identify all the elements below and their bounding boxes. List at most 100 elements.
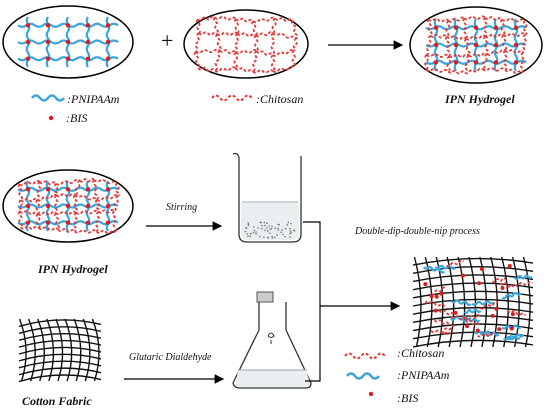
- bis-legend-icon: [48, 115, 54, 121]
- fabric-thread: [18, 346, 102, 355]
- pnipaam-chain: [471, 300, 495, 306]
- particle: [278, 223, 280, 226]
- chitosan-chain: [274, 17, 294, 22]
- chitosan-legend-icon: [211, 94, 253, 102]
- fabric-thread: [18, 360, 102, 369]
- pnipaam-chain: [450, 299, 472, 306]
- cotton-fabric-label: Cotton Fabric: [22, 394, 92, 408]
- ipn-hydrogel-network-top: [424, 15, 528, 75]
- chitosan-chain: [482, 53, 488, 71]
- bis-crosslink: [513, 42, 519, 48]
- bis-crosslink: [509, 326, 514, 331]
- fabric-thread: [18, 318, 27, 382]
- particle: [280, 231, 283, 234]
- pnipaam-chain: [463, 308, 482, 314]
- chitosan-chain: [95, 211, 100, 233]
- fabric-thread: [64, 318, 73, 382]
- bis-crosslink: [493, 25, 499, 30]
- fabric-thread: [501, 256, 509, 348]
- particle: [257, 226, 259, 229]
- chitosan-chain: [55, 178, 81, 186]
- pnipaam-chain: [434, 264, 457, 270]
- pnipaam-legend-icon: [31, 94, 65, 102]
- chitosan-chain: [476, 332, 497, 338]
- chitosan-chain: [20, 225, 40, 230]
- chitosan-chain: [429, 33, 448, 39]
- bis-crosslink: [473, 25, 479, 30]
- chitosan-chain: [506, 309, 527, 316]
- chitosan-chain: [486, 48, 506, 56]
- chitosan-chain: [19, 210, 39, 216]
- bis-crosslink: [25, 203, 31, 209]
- particle: [260, 221, 262, 224]
- chitosan-chain: [272, 65, 295, 73]
- chitosan-chain: [213, 16, 220, 35]
- particle: [252, 231, 255, 234]
- chitosan-chain: [465, 34, 486, 41]
- particle: [250, 232, 252, 235]
- fabric-thread: [413, 256, 422, 348]
- chitosan-chain: [197, 66, 216, 72]
- particle: [281, 229, 283, 231]
- bis-legend-icon-bottom: [368, 391, 374, 397]
- chitosan-network: [193, 15, 299, 74]
- chitosan-chain: [17, 183, 23, 201]
- particle: [289, 232, 291, 235]
- fabric-thread: [468, 256, 477, 348]
- chitosan-chain: [514, 280, 533, 287]
- particle: [255, 233, 257, 235]
- chitosan-chain: [96, 194, 119, 202]
- bis-crosslink: [494, 306, 499, 311]
- fabric-thread: [412, 315, 534, 324]
- chitosan-chain: [73, 194, 79, 214]
- chitosan-chain: [219, 49, 237, 54]
- bis-crosslink: [433, 308, 438, 313]
- chitosan-chain: [234, 67, 254, 73]
- bis-crosslink: [493, 42, 499, 48]
- bis-crosslink: [105, 187, 111, 192]
- fabric-thread: [37, 318, 46, 382]
- bis-crosslink: [429, 294, 434, 299]
- chitosan-chain: [92, 179, 99, 201]
- ipn-hydrogel-label-bottom: IPN Hydrogel: [37, 262, 108, 276]
- chitosan-chain: [74, 179, 81, 196]
- process-label: Double-dip-double-nip process: [354, 226, 480, 237]
- chitosan-chain: [447, 69, 466, 75]
- particle: [261, 224, 263, 227]
- chitosan-chain: [97, 208, 115, 214]
- chitosan-chain: [445, 36, 452, 57]
- cotton-fabric-mesh: [18, 318, 102, 383]
- dispersed-particles: [244, 221, 296, 239]
- particle: [247, 235, 249, 237]
- chitosan-chain: [36, 181, 42, 201]
- chitosan-chain: [54, 183, 59, 196]
- chitosan-chain: [464, 54, 470, 74]
- fabric-thread: [18, 319, 102, 328]
- bis-crosslink: [65, 187, 71, 192]
- bis-crosslink: [45, 220, 51, 225]
- bis-crosslink: [473, 60, 479, 65]
- bis-crosslink: [433, 60, 439, 65]
- particle: [271, 235, 273, 238]
- conical-flask: [232, 291, 312, 389]
- chitosan-chain: [479, 300, 499, 310]
- bis-crosslink: [65, 23, 71, 28]
- pnipaam-network: [17, 16, 119, 68]
- ipn-hydrogel-label-top: IPN Hydrogel: [444, 92, 515, 106]
- particle: [271, 237, 274, 239]
- chitosan-chain: [291, 20, 299, 40]
- bis-crosslink: [45, 39, 51, 45]
- chitosan-chain: [484, 16, 503, 21]
- particle: [268, 225, 271, 227]
- chitosan-chain: [194, 32, 200, 53]
- chitosan-chain: [492, 277, 506, 283]
- pnipaam-legend-icon-bottom: [346, 372, 380, 380]
- chitosan-chain: [272, 32, 298, 40]
- bis-crosslink: [65, 56, 71, 61]
- chitosan-chain: [501, 17, 526, 23]
- chitosan-chain: [75, 209, 100, 215]
- bis-crosslink: [85, 23, 91, 28]
- bis-crosslink: [473, 42, 479, 48]
- chitosan-chain: [57, 228, 76, 233]
- bis-crosslink: [45, 56, 51, 61]
